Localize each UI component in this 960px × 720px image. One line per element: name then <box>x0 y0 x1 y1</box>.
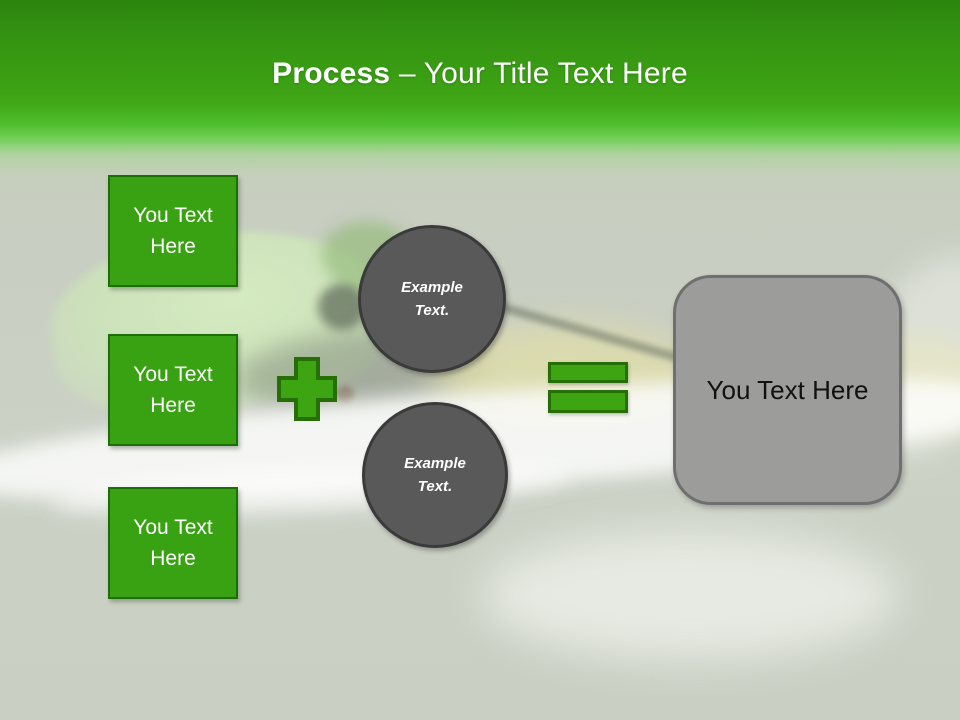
slide-title-rest: – Your Title Text Here <box>398 57 688 90</box>
text-box-2-label: You Text Here <box>133 363 213 417</box>
example-circle-1[interactable]: Example Text. <box>358 225 506 373</box>
text-box-3-label: You Text Here <box>133 516 213 570</box>
background-bright-spot <box>480 530 900 660</box>
plus-icon[interactable] <box>277 357 337 421</box>
text-box-1[interactable]: You Text Here <box>108 175 238 287</box>
text-box-3[interactable]: You Text Here <box>108 487 238 599</box>
result-box-label: You Text Here <box>706 375 869 405</box>
result-box[interactable]: You Text Here <box>673 275 902 505</box>
equals-icon-bottom-bar[interactable] <box>548 390 628 413</box>
plus-shape <box>277 357 337 421</box>
example-circle-1-label: Example Text. <box>401 279 463 319</box>
slide-title-emphasis: Process <box>272 57 391 90</box>
header-band <box>0 0 960 200</box>
example-circle-2[interactable]: Example Text. <box>362 402 508 548</box>
background-helmet-shape <box>336 386 354 402</box>
example-circle-2-label: Example Text. <box>404 455 466 495</box>
slide-title[interactable]: Process – Your Title Text Here <box>0 58 960 90</box>
background-wing-line <box>497 301 683 364</box>
equals-icon[interactable] <box>548 362 628 383</box>
text-box-1-label: You Text Here <box>133 204 213 258</box>
text-box-2[interactable]: You Text Here <box>108 334 238 446</box>
